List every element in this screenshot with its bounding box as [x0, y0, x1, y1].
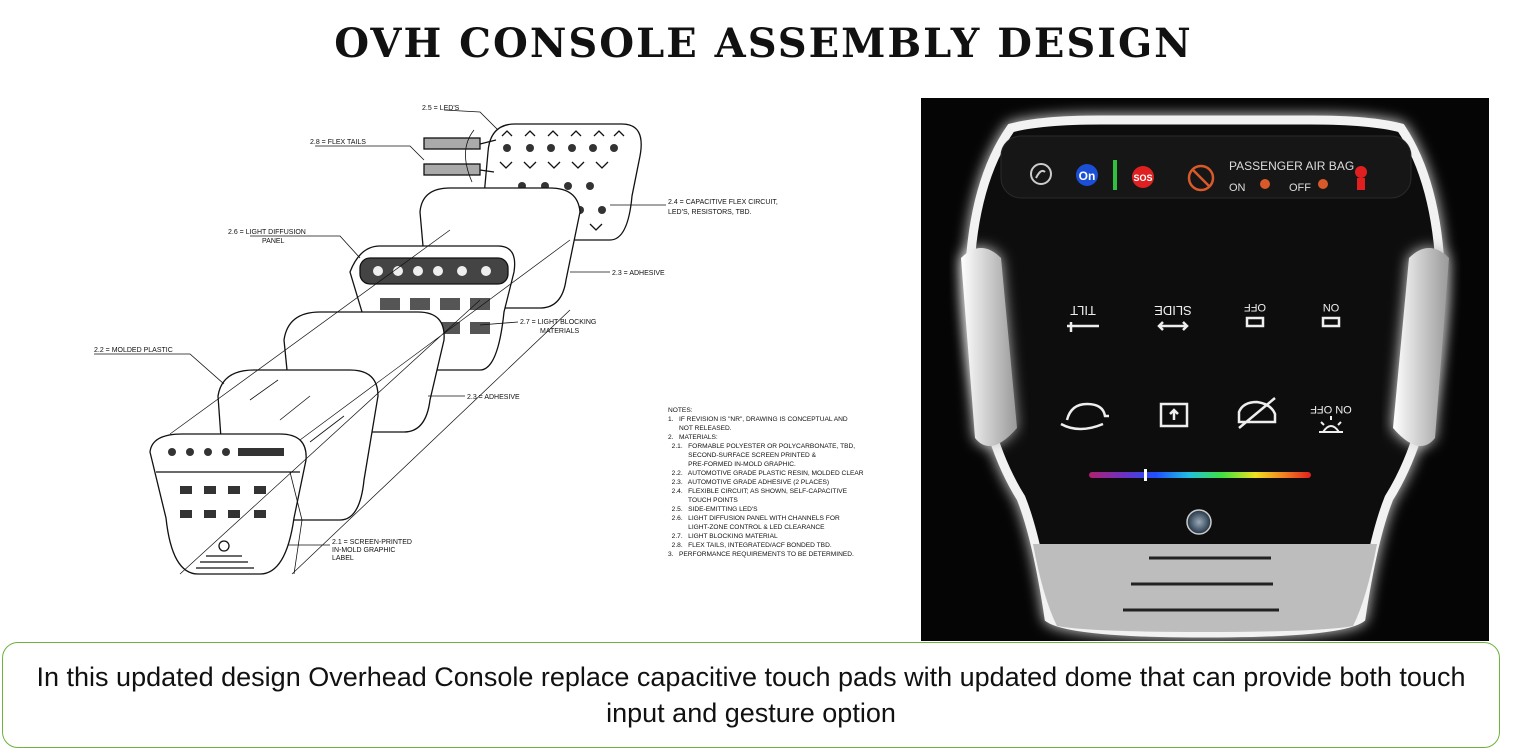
airbag-off-label: OFF	[1289, 182, 1311, 194]
page-title: OVH CONSOLE ASSEMBLY DESIGN	[334, 20, 1193, 67]
tilt-button[interactable]: TILT	[1067, 303, 1099, 332]
callout-diffusion-1: 2.6 = LIGHT DIFFUSION	[228, 229, 306, 236]
color-slider-thumb[interactable]	[1144, 469, 1147, 481]
callout-molded-plastic: 2.2 = MOLDED PLASTIC	[94, 347, 173, 354]
sos-button[interactable]: SOS	[1132, 166, 1154, 188]
right-side-light	[1393, 248, 1449, 446]
sunroof-vent-icon	[1159, 402, 1189, 428]
note-line: TOUCH POINTS	[668, 497, 738, 504]
callout-leds: 2.5 = LED'S	[422, 105, 460, 112]
left-side-light	[961, 248, 1017, 446]
sos-label: SOS	[1133, 173, 1152, 183]
note-line: NOT RELEASED.	[668, 425, 732, 432]
airbag-off-seat-icon	[1318, 179, 1328, 189]
slide-button[interactable]: SLIDE	[1154, 303, 1192, 331]
car-lift-button[interactable]	[1060, 402, 1109, 431]
airbag-off-icon	[1187, 164, 1215, 192]
callout-screen-2: IN-MOLD GRAPHIC	[332, 547, 395, 554]
sunshade-on-button[interactable]: ON	[1321, 301, 1341, 328]
exploded-assembly-diagram: 2.5 = LED'S 2.8 = FLEX TAILS 2.4 = CAPAC…	[94, 105, 864, 575]
onstar-button[interactable]: On	[1076, 164, 1098, 186]
note-line: 2. MATERIALS:	[668, 434, 718, 441]
note-line: LIGHT-ZONE CONTROL & LED CLEARANCE	[668, 524, 825, 531]
callout-blocking-2: MATERIALS	[540, 328, 579, 335]
flex-tails	[423, 129, 497, 183]
screen-printed-label	[149, 433, 307, 575]
callout-adhesive-mid: 2.3 = ADHESIVE	[467, 394, 520, 401]
callout-flex-tails: 2.8 = FLEX TAILS	[310, 139, 366, 146]
note-line: PRE-FORMED IN-MOLD GRAPHIC.	[668, 461, 796, 468]
sunshade-off-button[interactable]: OFF	[1244, 301, 1266, 328]
notes-block: NOTES: 1. IF REVISION IS "NR", DRAWING I…	[668, 407, 864, 558]
mirror-icon[interactable]	[1030, 163, 1052, 185]
car-sunroof-off-button[interactable]	[1237, 397, 1277, 429]
note-line: 2.8. FLEX TAILS, INTEGRATED/ACF BONDED T…	[668, 542, 832, 549]
note-line: 2.7. LIGHT BLOCKING MATERIAL	[668, 533, 778, 540]
callout-diffusion-2: PANEL	[262, 238, 285, 245]
lens-dome[interactable]	[1033, 544, 1377, 632]
dome-light-button[interactable]: ON OFF	[1310, 403, 1352, 433]
callout-flex-circuit-2: LED'S, RESISTORS, TBD.	[668, 209, 752, 216]
airbag-on-label: ON	[1229, 182, 1246, 194]
dome-light-icon	[1319, 416, 1343, 433]
airbag-title: PASSENGER AIR BAG	[1229, 159, 1354, 173]
tilt-label: TILT	[1070, 303, 1096, 318]
note-line: 3. PERFORMANCE REQUIREMENTS TO BE DETERM…	[668, 551, 854, 558]
airbag-on-icon	[1260, 179, 1270, 189]
callout-screen-1: 2.1 = SCREEN-PRINTED	[332, 539, 412, 546]
callout-blocking-1: 2.7 = LIGHT BLOCKING	[520, 319, 596, 326]
onstar-label: On	[1079, 169, 1096, 183]
note-line: 2.5. SIDE-EMITTING LED'S	[668, 506, 758, 513]
control-knob[interactable]	[1186, 509, 1212, 535]
note-line: 2.1. FORMABLE POLYESTER OR POLYCARBONATE…	[668, 443, 855, 450]
callout-flex-circuit-1: 2.4 = CAPACITIVE FLEX CIRCUIT,	[668, 199, 778, 206]
note-line: NOTES:	[668, 407, 693, 414]
callout-screen-3: LABEL	[332, 555, 354, 562]
note-line: 2.6. LIGHT DIFFUSION PANEL WITH CHANNELS…	[668, 515, 840, 522]
console-render: On SOS PASSENGER AIR BAG ON OFF TILT SLI…	[921, 98, 1489, 641]
sunshade-on-label: ON	[1323, 301, 1340, 313]
note-line: 2.4. FLEXIBLE CIRCUIT; AS SHOWN, SELF-CA…	[668, 488, 848, 495]
car-sunroof-off-icon	[1237, 397, 1277, 429]
note-line: 2.2. AUTOMOTIVE GRADE PLASTIC RESIN, MOL…	[668, 470, 864, 477]
slide-label: SLIDE	[1154, 303, 1192, 318]
status-indicator	[1113, 160, 1117, 190]
color-slider[interactable]	[1089, 472, 1311, 478]
note-line: 2.3. AUTOMOTIVE GRADE ADHESIVE (2 PLACES…	[668, 479, 829, 486]
sunshade-off-label: OFF	[1244, 301, 1266, 313]
dome-light-label: ON OFF	[1310, 403, 1352, 415]
seat-belt-icon	[1355, 166, 1367, 190]
callout-adhesive-top: 2.3 = ADHESIVE	[612, 270, 665, 277]
caption-box: In this updated design Overhead Console …	[2, 642, 1500, 748]
sunroof-vent-button[interactable]	[1159, 402, 1189, 428]
note-line: 1. IF REVISION IS "NR", DRAWING IS CONCE…	[668, 416, 848, 423]
note-line: SECOND-SURFACE SCREEN PRINTED &	[668, 452, 817, 459]
car-lift-icon	[1060, 402, 1109, 431]
